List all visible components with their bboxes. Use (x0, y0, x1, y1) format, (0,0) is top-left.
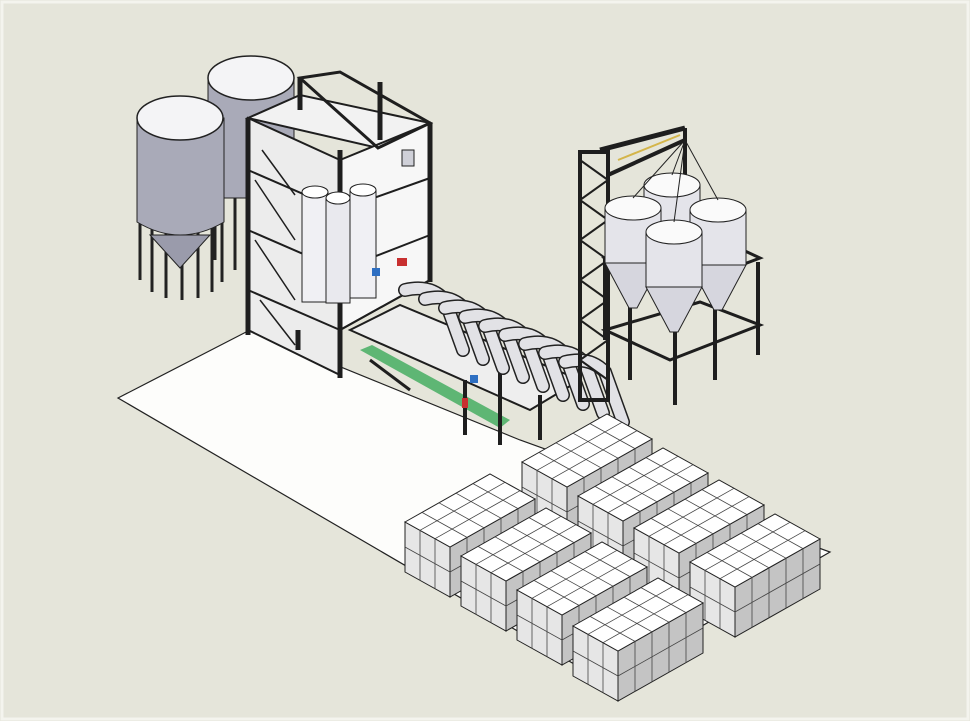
pallet-stack-area (403, 413, 822, 702)
stair-flight (254, 149, 296, 346)
small-silo-group (604, 139, 747, 333)
mixer-vessels (301, 149, 415, 304)
duct-pipe (558, 353, 630, 429)
small-silo (645, 139, 703, 333)
bucket-elevator (578, 125, 687, 402)
dust-duct-group (398, 281, 630, 429)
storage-silo-front (136, 95, 225, 300)
pallet-stack (571, 577, 705, 702)
